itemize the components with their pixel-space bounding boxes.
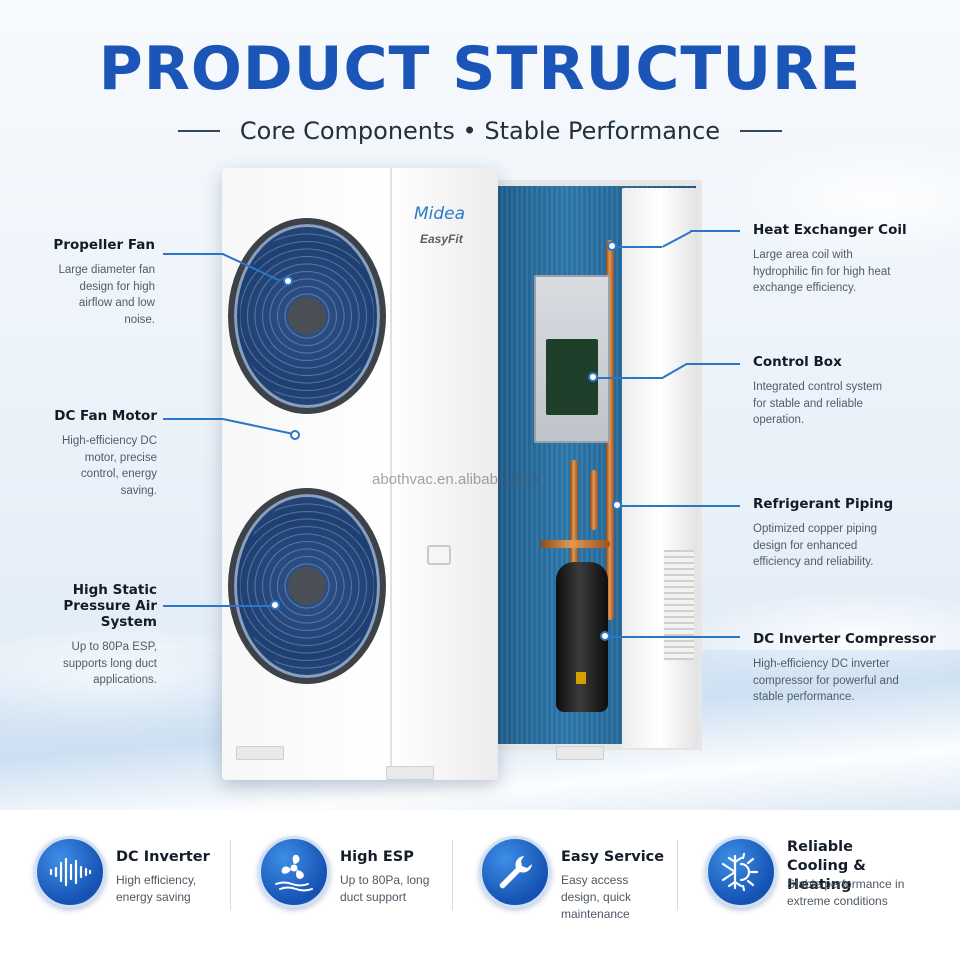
snowflake-sun-icon <box>705 836 777 908</box>
callout-leader <box>605 636 740 638</box>
watermark: abothvac.en.alibaba.com <box>372 471 539 488</box>
fan-airflow-icon <box>258 836 330 908</box>
feature-title: Easy Service <box>561 849 665 865</box>
fan-hub <box>288 297 326 335</box>
fan-hub <box>288 567 326 605</box>
subtitle-rule-right <box>740 130 783 132</box>
callout-dot <box>283 276 293 286</box>
copper-pipe <box>606 240 614 620</box>
feature-description: Up to 80Pa, long duct support <box>340 873 430 904</box>
callout-description: Integrated control system for stable and… <box>753 381 883 426</box>
callout-refrigerant-piping: Refrigerant Piping Optimized copper pipi… <box>753 496 943 571</box>
feature-bar: DC Inverter High efficiency, energy savi… <box>0 810 960 960</box>
callout-description: Up to 80Pa ESP, supports long duct appli… <box>63 641 157 686</box>
control-box-image <box>534 275 610 443</box>
feature-title: DC Inverter <box>116 849 210 865</box>
callout-title: High Static Pressure Air System <box>63 582 157 630</box>
feature-easy-service: Easy Service Easy access design, quick m… <box>479 832 669 932</box>
callout-leader <box>612 246 662 248</box>
callout-leader <box>690 230 740 232</box>
compressor-image <box>556 562 608 712</box>
callout-leader <box>617 505 740 507</box>
model-line-label: EasyFit <box>420 232 463 246</box>
side-vent-image <box>664 550 694 660</box>
feature-divider <box>677 840 678 910</box>
callout-dot <box>600 631 610 641</box>
callout-dot <box>588 372 598 382</box>
feature-reliable-cooling-heating: Reliable Cooling & Heating Stable perfor… <box>705 832 925 932</box>
subtitle-rule-left <box>177 130 220 132</box>
feature-divider <box>452 840 453 910</box>
callout-description: Optimized copper piping design for enhan… <box>753 523 878 568</box>
callout-description: High-efficiency DC inverter compressor f… <box>753 658 899 703</box>
outdoor-unit-front: Midea EasyFit <box>222 168 498 780</box>
callout-title: Refrigerant Piping <box>753 496 894 512</box>
callout-title: Control Box <box>753 354 842 370</box>
callout-leader <box>163 253 223 255</box>
callout-title: DC Inverter Compressor <box>753 631 936 647</box>
callout-propeller-fan: Propeller Fan Large diameter fan design … <box>0 237 155 328</box>
feature-divider <box>230 840 231 910</box>
panel-seam <box>390 168 392 780</box>
waveform-icon <box>34 836 106 908</box>
callout-leader <box>163 418 223 420</box>
feature-description: Stable performance in extreme conditions <box>787 877 905 908</box>
feature-title: High ESP <box>340 849 414 865</box>
callout-dot <box>270 600 280 610</box>
callout-dc-fan-motor: DC Fan Motor High-efficiency DC motor, p… <box>0 408 157 499</box>
side-panel-image <box>622 188 698 748</box>
propeller-fan-lower <box>228 488 386 684</box>
callout-description: High-efficiency DC motor, precise contro… <box>61 435 157 497</box>
callout-leader <box>686 363 740 365</box>
callout-control-box: Control Box Integrated control system fo… <box>753 354 943 429</box>
callout-high-static-pressure: High Static Pressure Air System Up to 80… <box>0 582 157 689</box>
callout-dc-inverter-compressor: DC Inverter Compressor High-efficiency D… <box>753 631 953 706</box>
feature-description: High efficiency, energy saving <box>116 873 197 904</box>
propeller-fan-upper <box>228 218 386 414</box>
callout-leader <box>163 605 275 607</box>
feature-high-esp: High ESP Up to 80Pa, long duct support <box>258 832 448 932</box>
callout-title: DC Fan Motor <box>54 408 157 424</box>
compressor-label-image <box>576 672 586 684</box>
callout-dot <box>607 241 617 251</box>
feature-dc-inverter: DC Inverter High efficiency, energy savi… <box>34 832 224 932</box>
page-subtitle: Core Components • Stable Performance <box>239 117 721 145</box>
brand-logo: Midea <box>414 204 466 224</box>
page-title: PRODUCT STRUCTURE <box>98 34 862 104</box>
copper-pipe <box>590 470 598 530</box>
mounting-foot <box>236 746 284 760</box>
wrench-icon <box>479 836 551 908</box>
callout-leader <box>593 377 663 379</box>
copper-pipe <box>540 540 610 548</box>
callout-description: Large diameter fan design for high airfl… <box>58 264 155 326</box>
callout-dot <box>612 500 622 510</box>
mounting-foot <box>386 766 434 780</box>
callout-heat-exchanger-coil: Heat Exchanger Coil Large area coil with… <box>753 222 943 297</box>
subtitle-row: Core Components • Stable Performance <box>0 114 960 148</box>
feature-title: Reliable Cooling & Heating <box>787 839 866 893</box>
feature-description: Easy access design, quick maintenance <box>561 873 632 921</box>
side-handle <box>427 545 451 565</box>
callout-title: Propeller Fan <box>53 237 155 253</box>
callout-description: Large area coil with hydrophilic fin for… <box>753 249 891 294</box>
callout-title: Heat Exchanger Coil <box>753 222 907 238</box>
callout-dot <box>290 430 300 440</box>
mounting-foot <box>556 746 604 760</box>
copper-pipe <box>570 460 578 570</box>
